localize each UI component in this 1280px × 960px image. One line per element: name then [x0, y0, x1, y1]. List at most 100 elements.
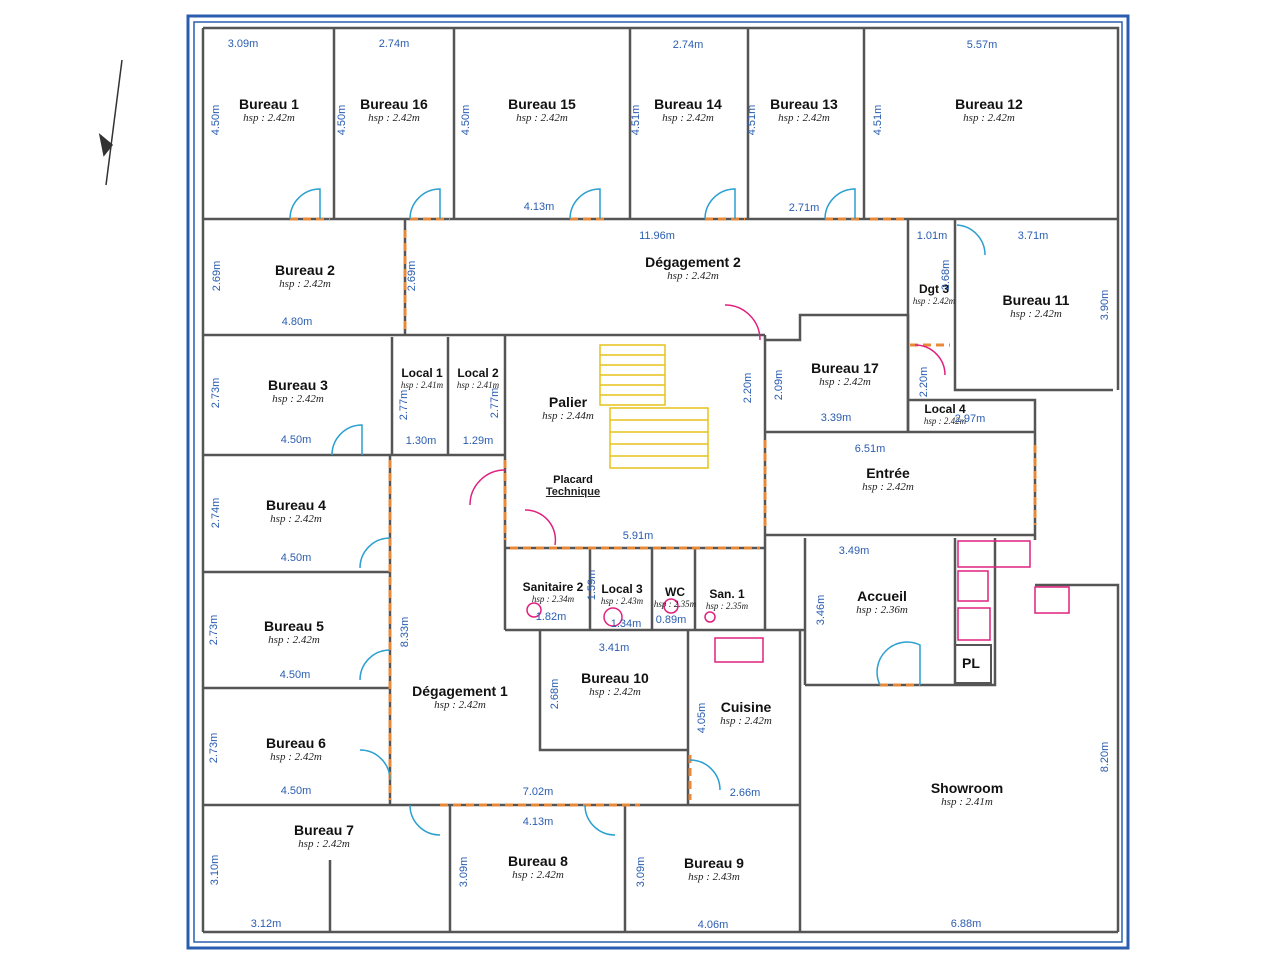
room-ceiling-height: hsp : 2.42m: [512, 869, 564, 881]
room-name: Local 4: [924, 402, 966, 416]
sanitary-fixtures: [469, 304, 1070, 663]
dimension-label: 3.10m: [209, 854, 221, 886]
room-ceiling-height: hsp : 2.42m: [434, 699, 486, 711]
room-name: San. 1: [709, 587, 745, 601]
room-ceiling-height: hsp : 2.42m: [268, 634, 320, 646]
dimension-label: 3.49m: [838, 545, 870, 557]
room-ceiling-height: hsp : 2.42m: [778, 112, 830, 124]
dimension-label: 4.06m: [697, 919, 729, 931]
room-ceiling-height: hsp : 2.42m: [667, 270, 719, 282]
dimension-label: 8.20m: [1099, 741, 1111, 773]
room-ceiling-height: hsp : 2.42m: [270, 513, 322, 525]
dimension-label: 2.77m: [398, 389, 410, 421]
dimension-label: 4.51m: [746, 104, 758, 136]
dimension-label: 2.71m: [788, 202, 820, 214]
room-name: Bureau 4: [266, 497, 326, 513]
dimension-label: 3.46m: [815, 594, 827, 626]
room-name: Bureau 15: [508, 96, 576, 112]
room-ceiling-height: hsp : 2.42m: [368, 112, 420, 124]
dimension-label: 1.82m: [535, 611, 567, 623]
room-ceiling-height: hsp : 2.44m: [542, 410, 594, 422]
dimension-label: 1.59m: [586, 569, 598, 601]
pl-shaft: [954, 644, 992, 684]
room-name: Bureau 14: [654, 96, 722, 112]
room-ceiling-height: hsp : 2.43m: [688, 871, 740, 883]
room-name: Dégagement 1: [412, 683, 508, 699]
dimension-label: 4.50m: [280, 785, 312, 797]
room-name: Bureau 5: [264, 618, 324, 634]
room-ceiling-height: hsp : 2.42m: [963, 112, 1015, 124]
dimension-label: 4.51m: [872, 104, 884, 136]
dimension-label: 4.05m: [696, 702, 708, 734]
dimension-label: 6.51m: [854, 443, 886, 455]
room-ceiling-height: hsp : 2.42m: [272, 393, 324, 405]
room-ceiling-height: hsp : 2.42m: [819, 376, 871, 388]
room-name: Bureau 7: [294, 822, 354, 838]
dimension-label: 3.90m: [1099, 289, 1111, 321]
room-ceiling-height: hsp : 2.35m: [653, 599, 697, 609]
dimension-label: 1.34m: [610, 618, 642, 630]
dimension-label: 4.50m: [336, 104, 348, 136]
room-name: Bureau 2: [275, 262, 335, 278]
room-ceiling-height: hsp : 2.34m: [531, 594, 575, 604]
dimension-label: 2.20m: [918, 366, 930, 398]
interior-walls: [201, 26, 1120, 934]
room-name: Cuisine: [720, 699, 772, 715]
room-ceiling-height: hsp : 2.43m: [600, 596, 644, 606]
dimension-label: 3.39m: [820, 412, 852, 424]
dimension-label: 2.97m: [954, 413, 986, 425]
dimension-label: 4.50m: [279, 669, 311, 681]
outer-wall-inner: [193, 21, 1123, 943]
dimension-label: 4.51m: [630, 104, 642, 136]
north-arrow-icon: [98, 59, 123, 186]
dimension-label: 3.12m: [250, 918, 282, 930]
dimension-label: 2.73m: [208, 614, 220, 646]
dimension-label: 2.20m: [742, 372, 754, 404]
room-ceiling-height: hsp : 2.42m: [243, 112, 295, 124]
room-ceiling-height: hsp : 2.42m: [1010, 308, 1062, 320]
dimension-label: 7.02m: [522, 786, 554, 798]
dimension-label: 2.68m: [940, 259, 952, 291]
room-name: Sanitaire 2: [522, 580, 584, 594]
dimension-label: 4.50m: [280, 434, 312, 446]
room-name: Bureau 9: [684, 855, 744, 871]
dimension-label: 2.69m: [406, 260, 418, 292]
dimension-label: 3.71m: [1017, 230, 1049, 242]
room-name: Bureau 3: [268, 377, 328, 393]
room-label: PL: [962, 655, 980, 671]
dimension-label: 5.57m: [966, 39, 998, 51]
dimension-label: 4.13m: [523, 201, 555, 213]
room-ceiling-height: hsp : 2.42m: [912, 296, 956, 306]
dimension-label: 1.30m: [405, 435, 437, 447]
room-name: Bureau 13: [770, 96, 838, 112]
door-swings: [289, 188, 986, 836]
room-name: WC: [665, 585, 685, 599]
dimension-label: 2.74m: [210, 497, 222, 529]
dimension-label: 5.91m: [622, 530, 654, 542]
dimension-label: 2.74m: [378, 38, 410, 50]
